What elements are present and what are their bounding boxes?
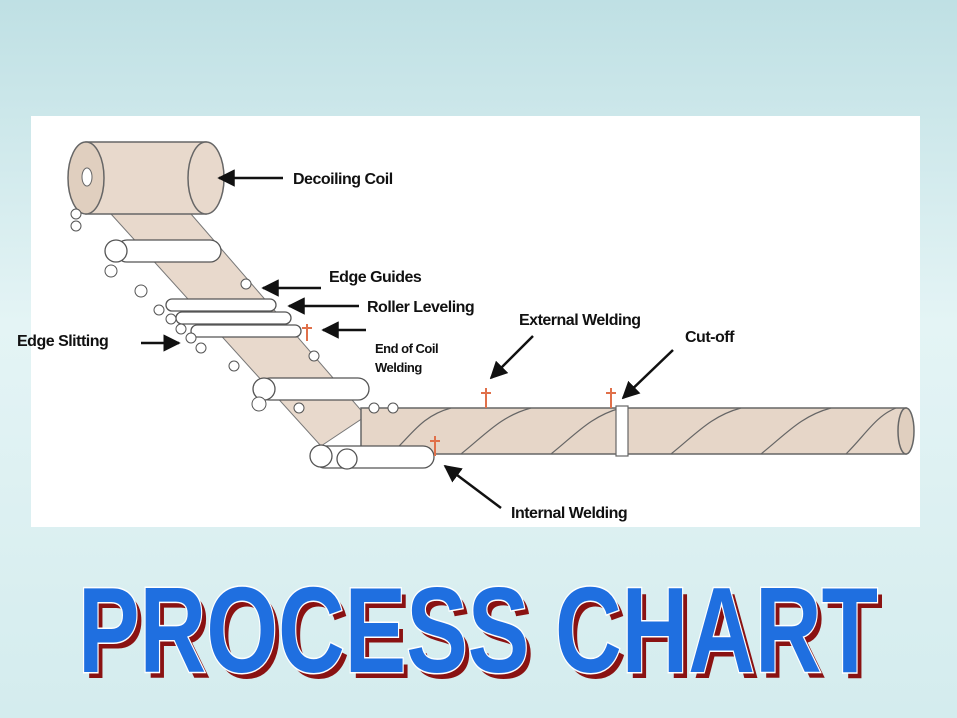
label-end-of-coil-2: Welding	[375, 360, 422, 375]
title-shadow: PROCESS CHART	[83, 572, 883, 702]
label-cut-off: Cut-off	[685, 329, 735, 346]
label-edge-guides: Edge Guides	[329, 269, 422, 286]
edge-slitting-overlay: Edge Slitting	[17, 333, 109, 350]
pointer-arrows	[141, 169, 674, 509]
decoiling-coil-shape	[67, 141, 225, 215]
title-main: PROCESS CHART	[78, 572, 878, 698]
label-external-welding: External Welding	[519, 312, 641, 329]
cut-off-gap	[615, 405, 629, 457]
diagram-panel: Decoiling Coil Edge Guides Roller Leveli…	[31, 116, 920, 527]
page-title: PROCESS CHART PROCESS CHART	[77, 572, 884, 702]
label-internal-welding: Internal Welding	[511, 505, 627, 522]
formed-pipe	[360, 407, 907, 455]
welding-torches	[302, 324, 616, 456]
rollers	[104, 239, 435, 470]
small-rollers	[70, 208, 399, 414]
pipe-end	[897, 407, 915, 455]
process-diagram: Decoiling Coil Edge Guides Roller Leveli…	[67, 141, 915, 522]
label-decoiling-coil: Decoiling Coil	[293, 171, 393, 188]
label-edge-slitting-outside: Edge Slitting	[17, 333, 108, 350]
label-roller-leveling: Roller Leveling	[367, 299, 474, 316]
label-end-of-coil-1: End of Coil	[375, 341, 438, 356]
